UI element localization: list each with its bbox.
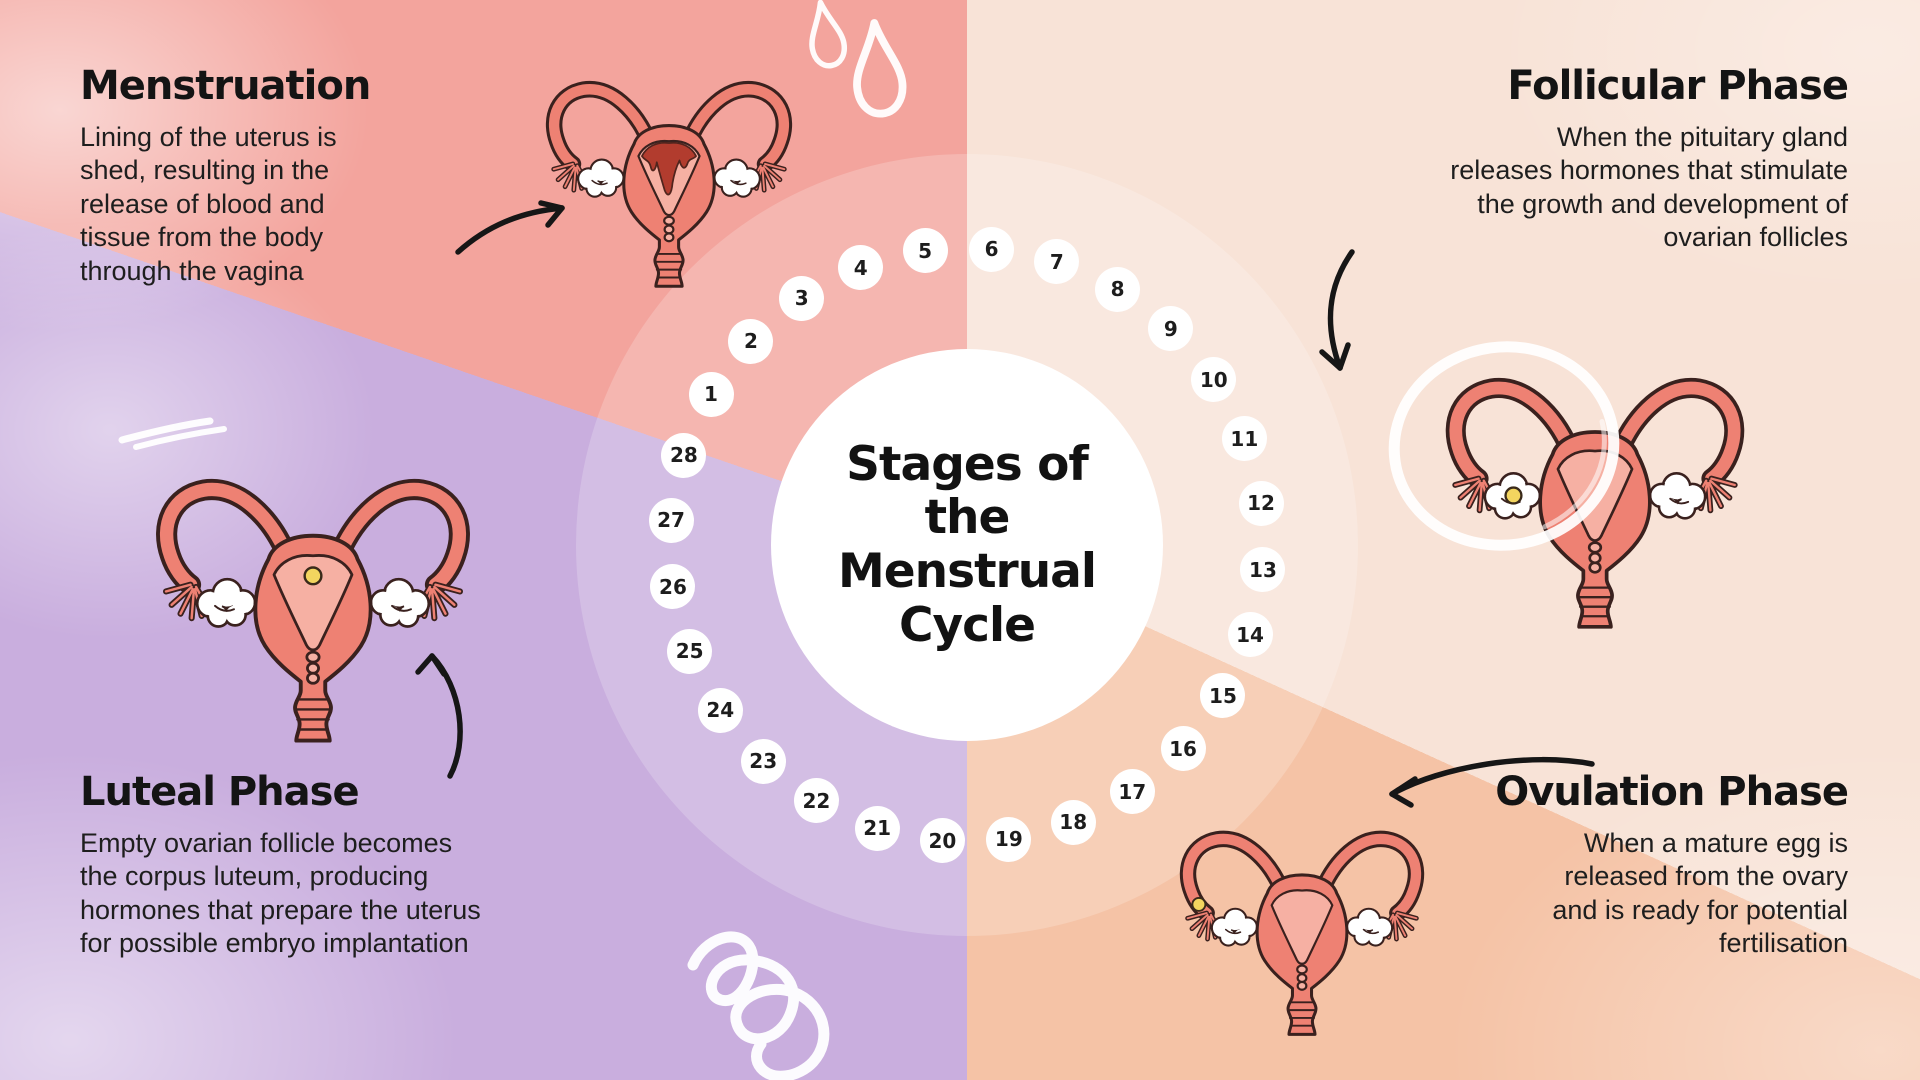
phase-block-menstruation: Menstruation Lining of the uterus is she… [80, 64, 460, 288]
cycle-day-23: 23 [740, 738, 786, 784]
cycle-day-21: 21 [854, 805, 900, 851]
infographic-title-line: Menstrual [837, 544, 1097, 599]
brush-circle-icon [1388, 341, 1620, 551]
phase-description-ovulation: When a mature egg is released from the o… [1552, 828, 1848, 959]
cycle-day-16: 16 [1160, 726, 1206, 772]
infographic-title-line: Stages of [846, 436, 1089, 492]
cycle-day-15: 15 [1200, 673, 1246, 719]
cycle-day-2: 2 [728, 318, 774, 364]
cycle-day-7: 7 [1034, 239, 1080, 285]
cycle-day-9: 9 [1148, 306, 1194, 352]
cycle-day-14: 14 [1227, 612, 1273, 658]
phase-heading-luteal: Luteal Phase [80, 769, 360, 815]
curved-arrow-icon-follicular [1319, 249, 1355, 371]
phase-block-follicular: Follicular Phase When the pituitary glan… [1378, 63, 1849, 255]
uterus-illustration-luteal [146, 460, 480, 744]
phase-heading-ovulation: Ovulation Phase [1495, 769, 1849, 815]
cycle-day-5: 5 [902, 228, 948, 274]
uterus-illustration-ovulation [1172, 816, 1432, 1037]
infographic-title-line: Cycle [899, 597, 1036, 653]
phase-heading-menstruation: Menstruation [80, 63, 371, 109]
cycle-day-28: 28 [661, 432, 707, 478]
water-drop-icons [809, 0, 907, 118]
cycle-day-1: 1 [688, 371, 734, 417]
phase-description-luteal: Empty ovarian follicle becomes the corpu… [80, 828, 481, 959]
curved-arrow-icon-ovulation [1389, 756, 1595, 808]
curved-arrow-icon-luteal [415, 653, 463, 779]
phase-description-follicular: When the pituitary gland releases hormon… [1450, 122, 1848, 253]
cycle-day-27: 27 [648, 497, 694, 543]
squiggle-icon [687, 931, 830, 1080]
curved-arrow-icon-menstruation [455, 200, 565, 255]
phase-block-ovulation: Ovulation Phase When a mature egg is rel… [1408, 769, 1849, 961]
cycle-day-19: 19 [986, 816, 1032, 862]
brush-stroke-icon [118, 417, 227, 450]
cycle-day-8: 8 [1095, 266, 1141, 312]
cycle-day-13: 13 [1240, 547, 1286, 593]
cycle-day-4: 4 [838, 245, 884, 291]
cycle-day-12: 12 [1238, 480, 1284, 526]
cycle-day-6: 6 [969, 226, 1015, 272]
cycle-day-20: 20 [919, 818, 965, 864]
phase-description-menstruation: Lining of the uterus is shed, resulting … [80, 122, 337, 286]
uterus-illustration-menstruation [538, 66, 800, 289]
uterus-illustration-follicular [1436, 360, 1754, 630]
cycle-day-17: 17 [1109, 769, 1155, 815]
cycle-day-11: 11 [1221, 416, 1267, 462]
cycle-day-24: 24 [697, 687, 743, 733]
phase-block-luteal: Luteal Phase Empty ovarian follicle beco… [80, 770, 570, 961]
cycle-day-22: 22 [793, 778, 839, 824]
cycle-day-3: 3 [779, 275, 825, 321]
cycle-day-25: 25 [667, 628, 713, 674]
cycle-day-10: 10 [1191, 357, 1237, 403]
phase-heading-follicular: Follicular Phase [1507, 63, 1849, 109]
infographic-title-line: the [924, 490, 1011, 546]
cycle-day-18: 18 [1050, 799, 1096, 845]
cycle-day-26: 26 [650, 564, 696, 610]
